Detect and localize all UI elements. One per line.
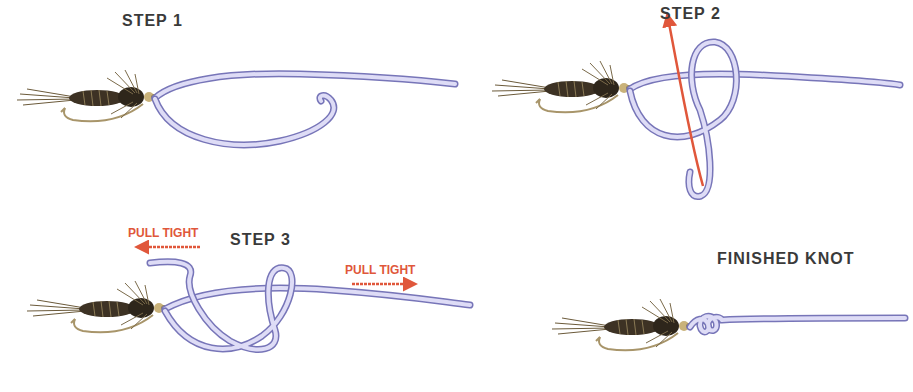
line-outline xyxy=(690,316,905,332)
instruction-label: PULL TIGHT xyxy=(128,226,198,240)
fishing-line xyxy=(165,288,470,309)
fishing-line xyxy=(150,262,292,350)
step-label: FINISHED KNOT xyxy=(717,250,854,268)
line-outline xyxy=(155,74,455,98)
fishing-line xyxy=(155,74,455,98)
line-outline xyxy=(165,288,470,309)
fishing-line xyxy=(690,316,905,332)
instruction-label: PULL TIGHT xyxy=(345,263,415,277)
step-label: STEP 3 xyxy=(230,231,291,249)
step-label: STEP 2 xyxy=(660,5,721,23)
fishing-line xyxy=(630,74,900,89)
fishing-line xyxy=(155,96,334,145)
line-outline xyxy=(630,42,736,197)
step-label: STEP 1 xyxy=(122,12,183,30)
fishing-line xyxy=(630,42,736,197)
line-outline xyxy=(155,96,334,145)
line-outline xyxy=(630,74,900,89)
line-outline xyxy=(150,262,292,350)
